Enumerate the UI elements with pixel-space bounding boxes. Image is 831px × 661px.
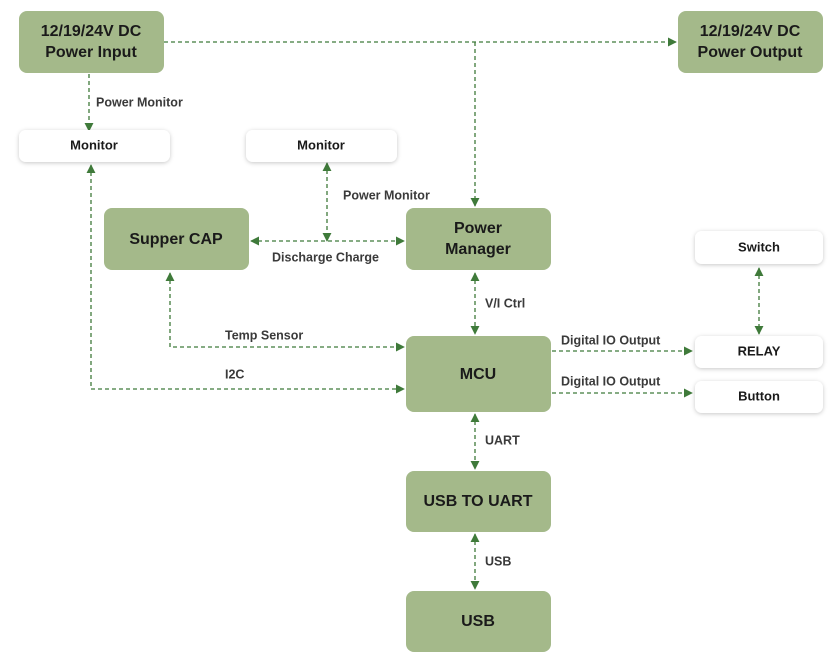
- power-manager-block: Power Manager: [406, 208, 551, 270]
- button-label: Button: [738, 388, 780, 403]
- supper-cap-block: Supper CAP: [104, 208, 249, 270]
- supper-cap-label: Supper CAP: [129, 231, 223, 248]
- power-input-label-line2: Power Input: [45, 44, 137, 61]
- edge-label-power-monitor-mid: Power Monitor: [343, 188, 430, 202]
- edge-label-uart: UART: [485, 433, 520, 447]
- power-manager-label-line2: Manager: [445, 241, 511, 258]
- edge-label-discharge-charge: Discharge Charge: [272, 250, 379, 264]
- connectors: [84, 37, 764, 590]
- edge-label-i2c: I2C: [225, 367, 244, 381]
- edge-label-vi-ctrl: V/I Ctrl: [485, 296, 525, 310]
- usb-label: USB: [461, 613, 495, 630]
- usb-to-uart-block: USB TO UART: [406, 471, 551, 532]
- edge-label-temp-sensor: Temp Sensor: [225, 328, 303, 342]
- monitor-mid-label: Monitor: [297, 137, 345, 152]
- edge-label-usb: USB: [485, 554, 511, 568]
- switch-card: Switch: [695, 231, 823, 264]
- power-input-block: 12/19/24V DC Power Input: [19, 11, 164, 73]
- power-manager-label-line1: Power: [454, 220, 502, 237]
- edge-label-digital-io-1: Digital IO Output: [561, 333, 661, 347]
- power-input-label-line1: 12/19/24V DC: [41, 23, 142, 40]
- usb-to-uart-label: USB TO UART: [423, 493, 532, 510]
- edge-label-power-monitor-left: Power Monitor: [96, 95, 183, 109]
- relay-card: RELAY: [695, 336, 823, 368]
- switch-label: Switch: [738, 239, 780, 254]
- monitor-left-card: Monitor: [19, 130, 170, 162]
- monitor-left-label: Monitor: [70, 137, 118, 152]
- power-output-label-line1: 12/19/24V DC: [700, 23, 801, 40]
- power-output-label-line2: Power Output: [698, 44, 804, 61]
- monitor-mid-card: Monitor: [246, 130, 397, 162]
- power-output-block: 12/19/24V DC Power Output: [678, 11, 823, 73]
- edge-label-digital-io-2: Digital IO Output: [561, 374, 661, 388]
- button-card: Button: [695, 381, 823, 413]
- connector-i2c: [86, 164, 405, 394]
- mcu-label: MCU: [460, 366, 496, 383]
- mcu-block: MCU: [406, 336, 551, 412]
- usb-block: USB: [406, 591, 551, 652]
- relay-label: RELAY: [738, 343, 781, 358]
- edge-labels: Power Monitor Power Monitor Discharge Ch…: [96, 95, 661, 568]
